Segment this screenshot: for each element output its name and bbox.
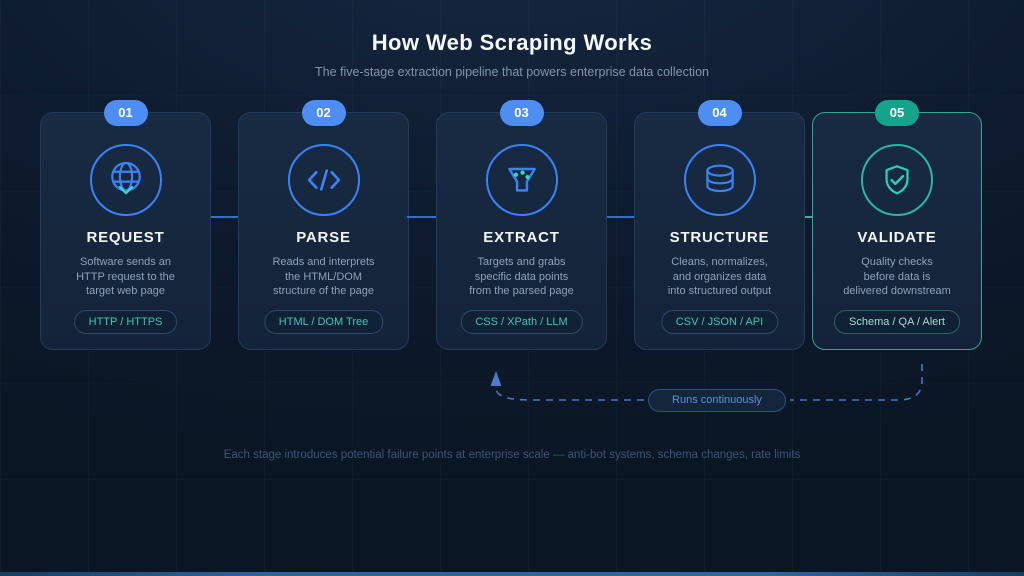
stage-tag: Schema / QA / Alert bbox=[834, 310, 960, 334]
footer-note: Each stage introduces potential failure … bbox=[223, 449, 801, 461]
connector-request-parse bbox=[211, 216, 238, 218]
stage-number-badge: 02 bbox=[301, 100, 346, 126]
page-subtitle: The five-stage extraction pipeline that … bbox=[315, 65, 709, 79]
runs-continuously-pill: Runs continuously bbox=[648, 389, 786, 412]
stage-tag: HTTP / HTTPS bbox=[73, 310, 178, 334]
connector-structure-validate bbox=[805, 216, 812, 218]
stage-card-validate: 05 VALIDATE Quality checks before data i… bbox=[812, 100, 982, 350]
stage-tag: CSV / JSON / API bbox=[660, 310, 779, 334]
stage-number-badge: 01 bbox=[103, 100, 148, 126]
stage-title: EXTRACT bbox=[483, 229, 560, 246]
page-title: How Web Scraping Works bbox=[371, 30, 653, 55]
stage-card-extract: 03 EXTRACT Targets and grabs specific da… bbox=[436, 100, 607, 350]
stage-number-badge: 04 bbox=[697, 100, 742, 126]
stage-description: Quality checks before data is delivered … bbox=[843, 256, 951, 298]
arrowhead-up-icon bbox=[490, 371, 502, 386]
stage-title: VALIDATE bbox=[857, 229, 937, 246]
code-icon bbox=[287, 144, 360, 216]
connector-parse-extract bbox=[407, 216, 436, 218]
header: How Web Scraping Works The five-stage ex… bbox=[0, 0, 1024, 79]
stage-tag: HTML / DOM Tree bbox=[263, 310, 384, 334]
stage-number-badge: 05 bbox=[875, 100, 919, 126]
stage-description: Software sends an HTTP request to the ta… bbox=[76, 256, 175, 298]
database-icon bbox=[683, 144, 756, 216]
stage-title: STRUCTURE bbox=[669, 229, 770, 246]
stage-tag: CSS / XPath / LLM bbox=[460, 310, 583, 334]
stage-description: Cleans, normalizes, and organizes data i… bbox=[667, 256, 772, 298]
stage-title: PARSE bbox=[296, 229, 351, 246]
bottom-accent-bar bbox=[0, 572, 1024, 576]
shield-check-icon bbox=[861, 144, 933, 216]
connector-extract-structure bbox=[607, 216, 634, 218]
stage-number-badge: 03 bbox=[499, 100, 544, 126]
stage-title: REQUEST bbox=[86, 229, 165, 246]
globe-icon bbox=[89, 144, 162, 216]
feedback-loop-arrow bbox=[490, 364, 923, 401]
stage-card-structure: 04 STRUCTURE Cleans, normalizes, and org… bbox=[634, 100, 805, 350]
stage-description: Reads and interprets the HTML/DOM struct… bbox=[272, 256, 375, 298]
stage-card-request: 01 REQUEST Software sends an HTTP reques… bbox=[40, 100, 211, 350]
stage-description: Targets and grabs specific data points f… bbox=[469, 256, 574, 298]
funnel-icon bbox=[485, 144, 558, 216]
stage-card-parse: 02 PARSE Reads and interprets the HTML/D… bbox=[238, 100, 409, 350]
